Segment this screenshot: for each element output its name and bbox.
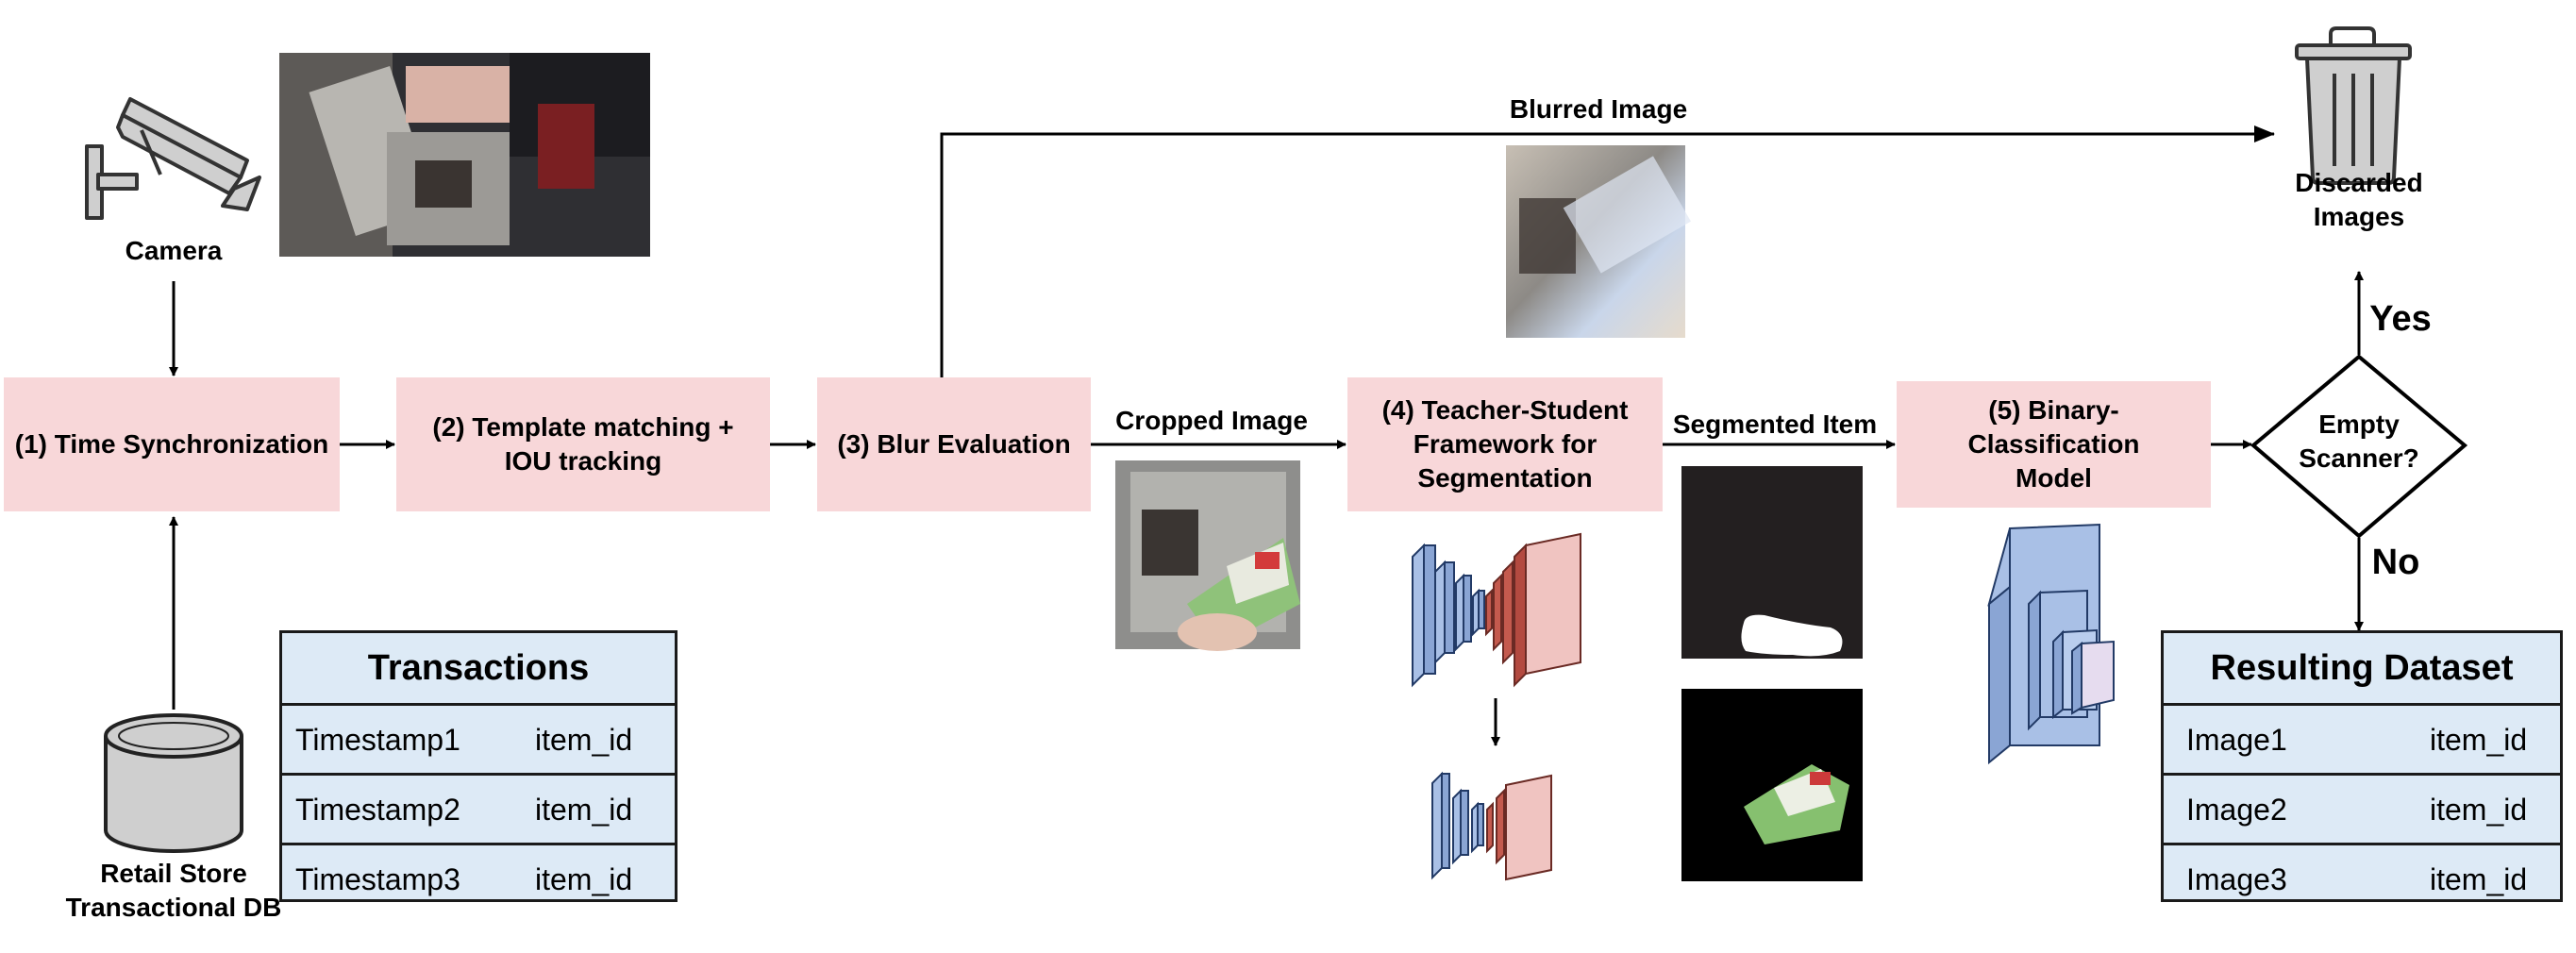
table-row: Image1 item_id	[2164, 706, 2560, 776]
transaction-item-id: item_id	[535, 793, 633, 827]
table-row: Image3 item_id	[2164, 845, 2560, 912]
empty-scanner-label: Empty Scanner?	[2299, 410, 2419, 473]
dataset-image: Image3	[2186, 862, 2287, 896]
blurred-image-label: Blurred Image	[1509, 94, 1688, 124]
transactions-table: Transactions Timestamp1 item_id Timestam…	[279, 630, 677, 902]
segmented-item-photo	[1681, 689, 1863, 881]
step-template-matching: (2) Template matching + IOU tracking	[396, 377, 770, 511]
no-label: No	[2371, 543, 2420, 582]
transaction-timestamp: Timestamp1	[295, 723, 460, 757]
segmentation-mask-photo	[1681, 466, 1863, 659]
discarded-images-label: Discarded Images	[2295, 168, 2423, 231]
step-binary-classification: (5) Binary-Classification Model	[1897, 381, 2211, 508]
database-icon	[104, 713, 243, 853]
dataset-image: Image2	[2186, 793, 2287, 827]
dataset-image: Image1	[2186, 723, 2287, 757]
cropped-image-photo	[1115, 460, 1300, 651]
camera-label: Camera	[125, 236, 223, 265]
table-row: Timestamp3 item_id	[282, 845, 675, 912]
classifier-network-icon	[1987, 523, 2115, 765]
cropped-image-label: Cropped Image	[1115, 406, 1308, 435]
teacher-network-icon	[1412, 532, 1581, 688]
dataset-item-id: item_id	[2430, 793, 2528, 827]
student-network-icon	[1431, 771, 1552, 881]
table-row: Timestamp1 item_id	[282, 706, 675, 776]
table-row: Timestamp2 item_id	[282, 776, 675, 845]
cctv-frame-photo	[279, 53, 650, 257]
transaction-item-id: item_id	[535, 723, 633, 757]
dataset-item-id: item_id	[2430, 862, 2528, 896]
transaction-timestamp: Timestamp2	[295, 793, 460, 827]
step-segmentation: (4) Teacher-Student Framework for Segmen…	[1347, 377, 1663, 511]
flow-arrows	[169, 125, 2364, 710]
transactions-title: Transactions	[282, 633, 675, 706]
transaction-timestamp: Timestamp3	[295, 862, 460, 896]
dataset-item-id: item_id	[2430, 723, 2528, 757]
empty-scanner-decision	[2250, 354, 2468, 539]
table-row: Image2 item_id	[2164, 776, 2560, 845]
database-label: Retail Store Transactional DB	[65, 859, 282, 922]
step-time-synchronization: (1) Time Synchronization	[4, 377, 340, 511]
transaction-item-id: item_id	[535, 862, 633, 896]
trash-can-icon	[2295, 26, 2412, 185]
blurred-image-photo	[1506, 145, 1691, 338]
yes-label: Yes	[2369, 299, 2432, 339]
segmented-item-label: Segmented Item	[1672, 410, 1878, 439]
resulting-dataset-table: Resulting Dataset Image1 item_id Image2 …	[2161, 630, 2563, 902]
dataset-title: Resulting Dataset	[2164, 633, 2560, 706]
step-blur-evaluation: (3) Blur Evaluation	[817, 377, 1091, 511]
cctv-camera-icon	[85, 97, 261, 220]
